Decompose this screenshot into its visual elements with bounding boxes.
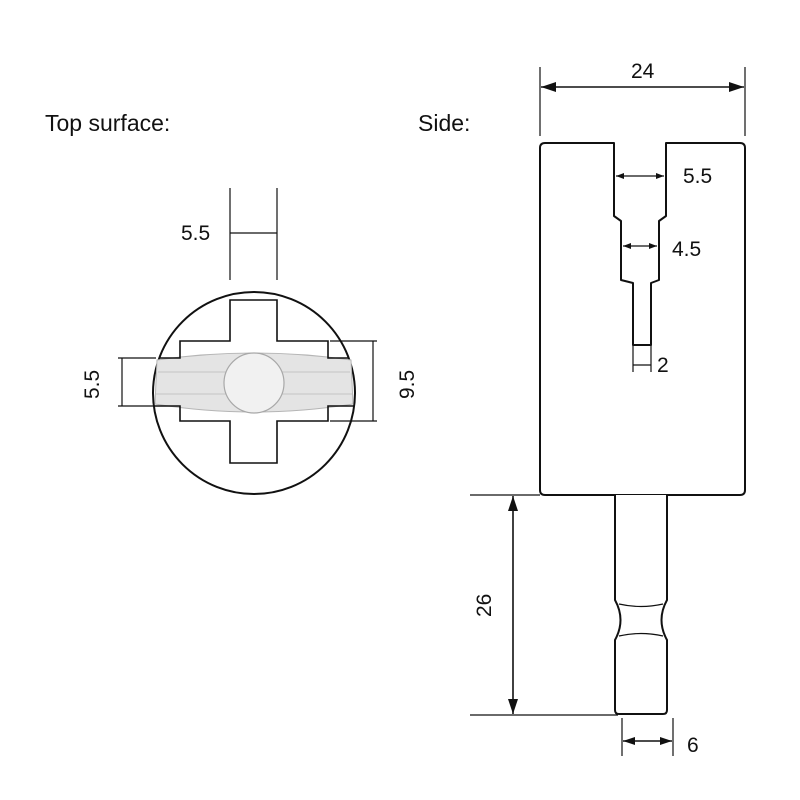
dim-label-top-outer-height: 9.5 (396, 370, 419, 399)
dim-arrow (729, 82, 744, 92)
dim-arrow (541, 82, 556, 92)
dim-label-block-width: 24 (631, 60, 655, 83)
dim-arrow (649, 243, 657, 249)
side-view-block (539, 142, 746, 496)
dim-arrow (623, 243, 631, 249)
side-view-shaft-groove (618, 603, 664, 608)
dim-label-top-slot-height: 5.5 (81, 370, 104, 399)
dim-arrow (623, 737, 635, 745)
dim-label-shaft-width: 6 (687, 734, 699, 757)
dim-label-slot-bottom: 2 (657, 354, 669, 377)
dim-label-slot-top: 5.5 (683, 165, 712, 188)
top-surface-view: 5.5 5.5 9.5 (81, 188, 419, 495)
top-view-cross-upper (159, 299, 349, 359)
side-view-shaft (614, 495, 668, 715)
dim-arrow (660, 737, 672, 745)
dim-arrow (656, 173, 664, 179)
side-title: Side: (418, 110, 470, 136)
dim-arrow (616, 173, 624, 179)
dim-label-shaft-length: 26 (473, 594, 496, 617)
dim-label-slot-middle: 4.5 (672, 238, 701, 261)
dim-arrow (508, 699, 518, 714)
dim-label-top-cross-arm: 5.5 (181, 222, 210, 245)
top-view-shaft-circle (223, 352, 285, 414)
dim-arrow (508, 496, 518, 511)
side-view: 24 5.5 4.5 2 26 6 (470, 60, 746, 757)
top-view-cross-lower (154, 405, 354, 464)
side-view-shaft-groove (618, 632, 664, 637)
top-surface-title: Top surface: (45, 110, 170, 136)
